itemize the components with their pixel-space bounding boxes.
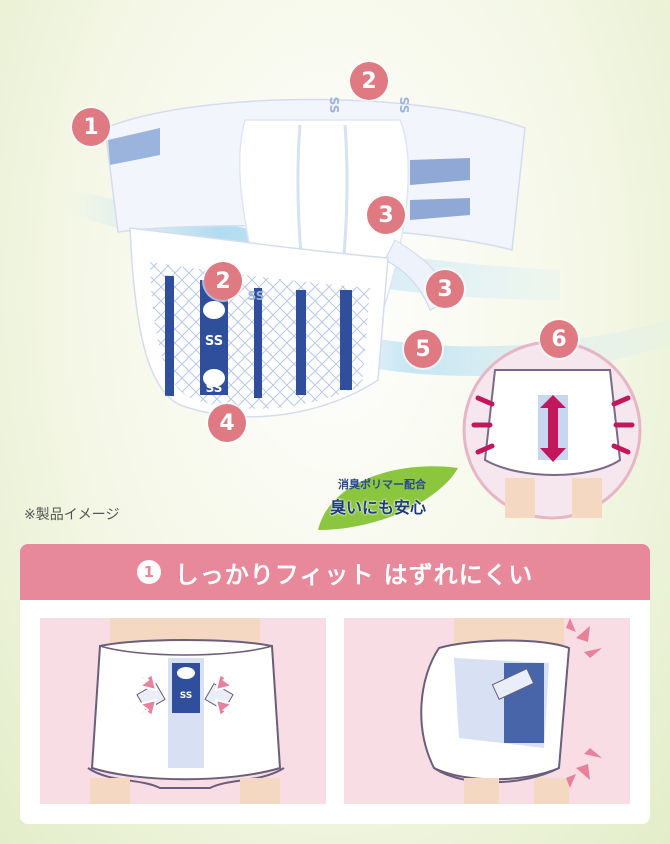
arrow-icon — [113, 655, 158, 692]
polymer-caption: 消臭ポリマー配合 — [338, 478, 426, 491]
product-hero: SS SS SS SS SS 1 2 2 3 3 4 5 6 消臭ポリマー配合 … — [70, 62, 670, 530]
feature-badge-2b: 2 — [204, 262, 242, 300]
feature-title: しっかりフィット はずれにくい — [174, 560, 534, 589]
feature-badge-2: 2 — [350, 62, 388, 100]
feature-badge-4: 4 — [208, 404, 246, 442]
stretch-arrow-icon — [540, 395, 566, 462]
feature-card: 1 しっかりフィット はずれにくい SS — [20, 544, 650, 824]
front-fit-illustration: SS — [40, 618, 326, 804]
feature-badge-5: 5 — [404, 330, 442, 368]
diaper-illustration: SS SS SS SS SS — [70, 97, 670, 530]
size-mark: SS — [327, 97, 341, 114]
polymer-leaf-icon — [318, 466, 458, 530]
feature-badge-3: 3 — [367, 196, 405, 234]
arrow-icon — [214, 698, 259, 735]
size-mark: SS — [248, 289, 265, 303]
arrow-icon — [214, 655, 259, 692]
image-note: ※製品イメージ — [24, 507, 120, 523]
feature-header: 1 しっかりフィット はずれにくい — [20, 544, 650, 600]
arrow-icon — [113, 698, 158, 735]
feature-badge-3b: 3 — [426, 270, 464, 308]
side-fit-illustration — [344, 618, 630, 804]
size-mark: SS — [205, 334, 223, 349]
pinch-mark-icon — [566, 618, 602, 788]
polymer-headline: 臭いにも安心 — [330, 498, 427, 517]
feature-badge-6: 6 — [540, 320, 578, 358]
deodorant-polymer-badge: 消臭ポリマー配合 臭いにも安心 — [316, 470, 450, 528]
feature-badge-1: 1 — [72, 108, 110, 146]
size-mark: SS — [397, 97, 411, 114]
feature-number: 1 — [136, 560, 161, 584]
size-mark: SS — [180, 691, 193, 701]
size-mark: SS — [206, 381, 223, 395]
